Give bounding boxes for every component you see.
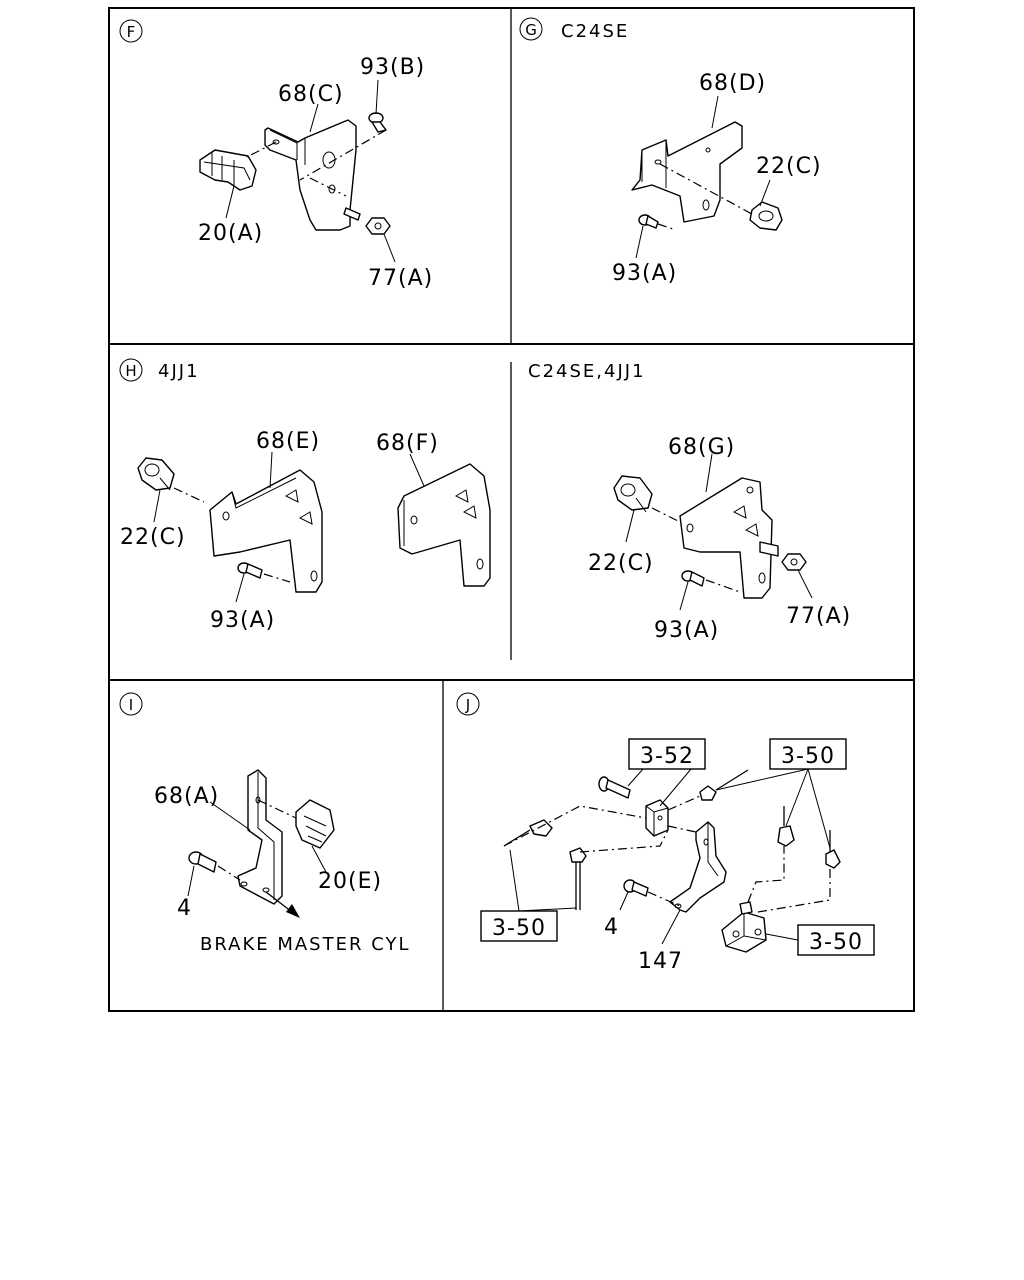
pipe-vertical-left: [569, 847, 587, 910]
bracket-68g: [679, 477, 773, 599]
label-68g: 68(G): [668, 435, 735, 460]
engine-label-h: 4JJ1: [158, 361, 200, 382]
clip-22c-h2: [613, 475, 653, 513]
bolt-93a-g: [638, 214, 659, 229]
bolt-4-j: [623, 879, 649, 897]
panel-h: H 4JJ1: [119, 358, 491, 633]
label-68a: 68(A): [154, 784, 219, 809]
label-77a: 77(A): [368, 266, 433, 291]
panel-badge-g: G: [519, 17, 543, 41]
svg-text:F: F: [127, 23, 136, 41]
bolt-93b: [368, 112, 387, 133]
label-22c-h2: 22(C): [588, 551, 654, 576]
engine-label-g: C24SE: [561, 21, 629, 42]
label-4-j: 4: [604, 915, 619, 940]
nut-77a-h2: [759, 541, 807, 571]
label-22c-g: 22(C): [756, 154, 822, 179]
label-4-i: 4: [177, 896, 192, 921]
label-93b: 93(B): [360, 55, 425, 80]
pipe-fitting-right-2: [825, 830, 841, 869]
label-20e: 20(E): [318, 869, 382, 894]
clip-20e: [295, 799, 335, 849]
panel-badge-i: I: [119, 692, 143, 716]
label-68c: 68(C): [278, 82, 344, 107]
label-20a: 20(A): [198, 221, 263, 246]
svg-text:3-52: 3-52: [640, 744, 694, 769]
panel-f: F: [119, 19, 433, 291]
svg-text:3-50: 3-50: [809, 930, 863, 955]
panel-badge-j: J: [456, 692, 480, 716]
svg-text:G: G: [525, 21, 537, 39]
engine-label-h2: C24SE,4JJ1: [528, 361, 646, 382]
label-68f: 68(F): [376, 431, 439, 456]
bracket-68f: [397, 463, 491, 587]
panel-h2: C24SE,4JJ1: [528, 361, 851, 643]
bracket-68c: [264, 119, 357, 231]
panel-i: I 68(A) 20(E) 4: [119, 692, 410, 955]
bolt-4-i: [188, 851, 217, 873]
label-77a-h2: 77(A): [786, 604, 851, 629]
direction-arrow: [265, 891, 300, 918]
ref-box-3-50-right[interactable]: 3-50: [797, 924, 875, 956]
pipe-fitting-right-1: [777, 806, 795, 847]
ref-box-3-50-left[interactable]: 3-50: [480, 910, 558, 942]
svg-text:3-50: 3-50: [781, 744, 835, 769]
svg-text:3-50: 3-50: [492, 916, 546, 941]
label-22c-h: 22(C): [120, 525, 186, 550]
label-68e: 68(E): [256, 429, 320, 454]
label-68d: 68(D): [699, 71, 766, 96]
brake-master-cyl-note: BRAKE MASTER CYL: [200, 934, 410, 955]
svg-text:J: J: [465, 696, 470, 714]
label-93a-h2: 93(A): [654, 618, 719, 643]
clip-20a: [199, 149, 257, 191]
panel-badge-h: H: [119, 358, 143, 382]
connector-bolt-top: [598, 776, 631, 799]
panel-j: J 3-52 3-50 3-50 3-50: [456, 692, 875, 974]
junction-block: [645, 799, 669, 837]
label-147: 147: [638, 949, 683, 974]
bolt-93a-h2: [681, 570, 705, 587]
bracket-68d: [631, 121, 743, 223]
panel-g: G C24SE 68(D) 22(C) 93(A): [519, 17, 822, 286]
svg-text:I: I: [129, 696, 133, 714]
label-93a-h: 93(A): [210, 608, 275, 633]
ref-box-3-52[interactable]: 3-52: [628, 738, 706, 770]
panel-badge-f: F: [119, 19, 143, 43]
nut-77a: [343, 207, 391, 235]
clip-22c-g: [749, 201, 783, 231]
bracket-68a: [237, 769, 283, 905]
svg-text:H: H: [125, 362, 136, 380]
bracket-147: [669, 821, 727, 913]
clip-22c-h: [137, 457, 175, 491]
bracket-68e: [209, 469, 323, 593]
pipe-fitting-upper-right: [699, 769, 749, 801]
label-93a-g: 93(A): [612, 261, 677, 286]
proportioning-valve: [721, 901, 767, 953]
grid-frame: [108, 7, 915, 1012]
ref-box-3-50-top[interactable]: 3-50: [769, 738, 847, 770]
bolt-93a-h: [237, 562, 263, 579]
